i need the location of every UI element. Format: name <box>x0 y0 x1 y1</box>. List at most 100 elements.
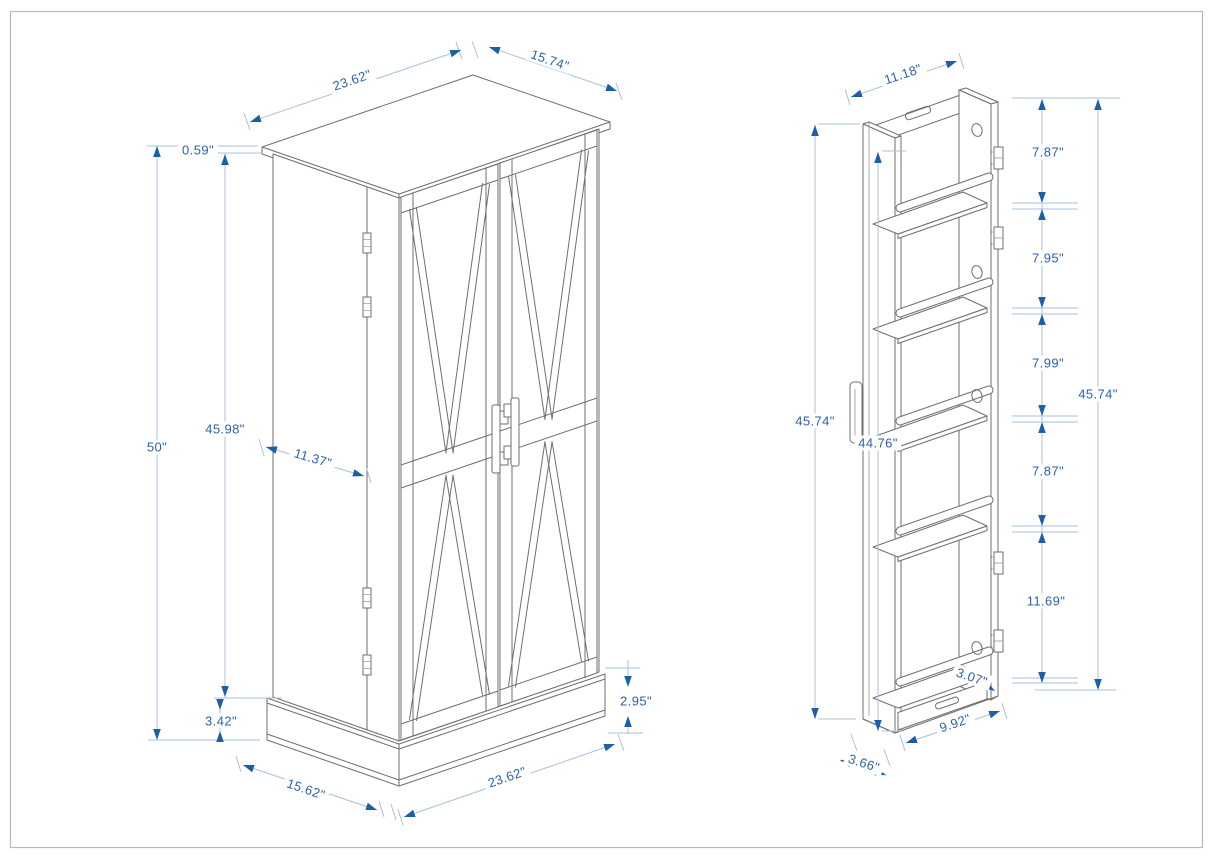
rack-peg-hole <box>971 389 983 403</box>
dimension-arrow <box>1038 192 1046 203</box>
dimension-arrow <box>811 125 819 136</box>
rack-front-bar <box>895 277 994 318</box>
dimension-arrow <box>988 711 1000 719</box>
dim-rack-interior-height: 44.76" <box>854 150 906 732</box>
rack-front-bar <box>895 385 994 426</box>
cabinet-left-door <box>400 163 499 741</box>
dimension-arrow <box>1038 515 1046 526</box>
dimension-arrow <box>243 765 255 773</box>
dimension-arrow <box>1038 209 1046 220</box>
door-brace <box>409 474 454 721</box>
rack-shelves <box>872 123 1004 731</box>
dim-label-shelf-gap-5: 11.69" <box>1027 594 1066 609</box>
door-brace <box>409 208 454 454</box>
dimension-arrow <box>365 802 377 810</box>
dimension-arrow <box>945 61 957 69</box>
dimension-arrow <box>1038 422 1046 433</box>
rack-right-panel-edge <box>990 101 999 701</box>
dimension-arrow <box>906 735 918 743</box>
door-hinge <box>362 232 372 254</box>
dim-label-dim-top-thickness: 0.59" <box>182 143 214 158</box>
dimension-arrow <box>811 708 819 719</box>
dimension-arrow <box>449 50 461 58</box>
rack-bottom-slot-handle <box>934 696 960 710</box>
dim-label-dim-overall-height: 50" <box>147 440 167 455</box>
dimension-arrow <box>153 729 161 740</box>
door-hinge <box>362 587 372 609</box>
dim-door-height: 45.98" <box>201 154 282 699</box>
dim-label-dim-door-height: 45.98" <box>205 422 245 437</box>
dimension-arrow <box>1094 679 1102 690</box>
rack-bottom-edge <box>862 695 999 734</box>
cabinet-base-lines <box>266 678 606 787</box>
dim-base-height-right: 2.95" <box>605 660 656 734</box>
dimension-arrow <box>250 114 262 122</box>
dim-label-dim-rack-height-right: 45.74" <box>1078 387 1118 402</box>
door-brace <box>445 474 490 697</box>
rack-peg-hole <box>971 641 983 655</box>
shelf-unit-view <box>849 87 1004 734</box>
rack-top-slot-handle <box>904 105 932 121</box>
cabinet-details <box>362 149 589 721</box>
dim-label-dim-rack-interior-height: 44.76" <box>858 436 898 451</box>
dim-shelf-gap-chain: 7.87"7.95"7.99"7.87"11.69" <box>1012 97 1120 684</box>
rack-shelf <box>872 296 988 344</box>
dimension-arrow <box>489 47 501 55</box>
dimension-arrow <box>1038 99 1046 110</box>
rack-shelf <box>872 514 988 562</box>
right-door-handle <box>503 397 520 467</box>
dim-rack-top-width: 11.18" <box>844 52 965 106</box>
dimension-arrow <box>1094 99 1102 110</box>
dim-label-dim-rack-side-depth: 3.66" <box>846 751 881 775</box>
dimension-arrow <box>1038 532 1046 543</box>
dim-label-dim-bottom-width: 23.62" <box>486 763 528 790</box>
rack-front-bar <box>895 646 994 687</box>
dimension-arrow <box>153 146 161 157</box>
dimension-arrow <box>221 154 229 165</box>
dim-rack-height-right: 45.74" <box>1035 99 1122 691</box>
dim-label-dim-base-height-right: 2.95" <box>620 694 652 709</box>
dimension-arrow <box>1038 297 1046 308</box>
door-hinge <box>362 296 372 318</box>
dimension-arrow <box>266 446 278 454</box>
dim-label-shelf-gap-3: 7.99" <box>1032 356 1064 371</box>
rack-hinge-plate <box>990 146 1004 170</box>
dim-label-dim-bottom-depth: 15.62" <box>285 776 327 803</box>
dimension-arrow <box>221 686 229 697</box>
dimension-arrow <box>1038 314 1046 325</box>
rack-hinge-plate <box>990 226 1004 250</box>
dim-label-dim-base-height-left: 3.42" <box>205 714 237 729</box>
rack-shelf <box>872 404 988 452</box>
dim-top-thickness: 0.59" <box>147 142 262 158</box>
dimension-arrow <box>1038 672 1046 683</box>
dimension-arrow <box>874 152 882 163</box>
dimension-arrow <box>216 699 224 710</box>
dimension-arrow <box>216 731 224 742</box>
rack-side-handle <box>849 381 863 444</box>
rack-hinge-plate <box>990 551 1004 575</box>
door-brace <box>508 441 553 688</box>
dim-label-dim-top-width: 23.62" <box>331 67 373 94</box>
door-brace <box>508 174 553 420</box>
rack-front-bar <box>895 495 994 536</box>
rack-shelf <box>872 191 988 239</box>
dimension-arrow <box>404 809 416 817</box>
dim-label-shelf-gap-4: 7.87" <box>1032 464 1064 479</box>
rack-left-panel <box>862 123 896 734</box>
door-hinge <box>362 654 372 676</box>
dim-label-shelf-gap-1: 7.87" <box>1032 145 1064 160</box>
dim-label-dim-rack-top-width: 11.18" <box>882 61 923 88</box>
door-brace <box>544 149 589 420</box>
dimension-arrow <box>851 89 863 97</box>
page-border <box>9 10 1204 849</box>
door-brace <box>544 440 589 663</box>
dimension-arrow <box>352 469 364 477</box>
cabinet-front-view <box>261 74 611 787</box>
cabinet-right-door <box>499 129 598 707</box>
dim-base-height-left: 3.42" <box>201 699 241 742</box>
dim-rack-height-left: 45.74" <box>791 123 860 720</box>
dim-rack-side-depth: 3.66" <box>839 733 891 777</box>
dimension-arrow <box>605 83 617 91</box>
